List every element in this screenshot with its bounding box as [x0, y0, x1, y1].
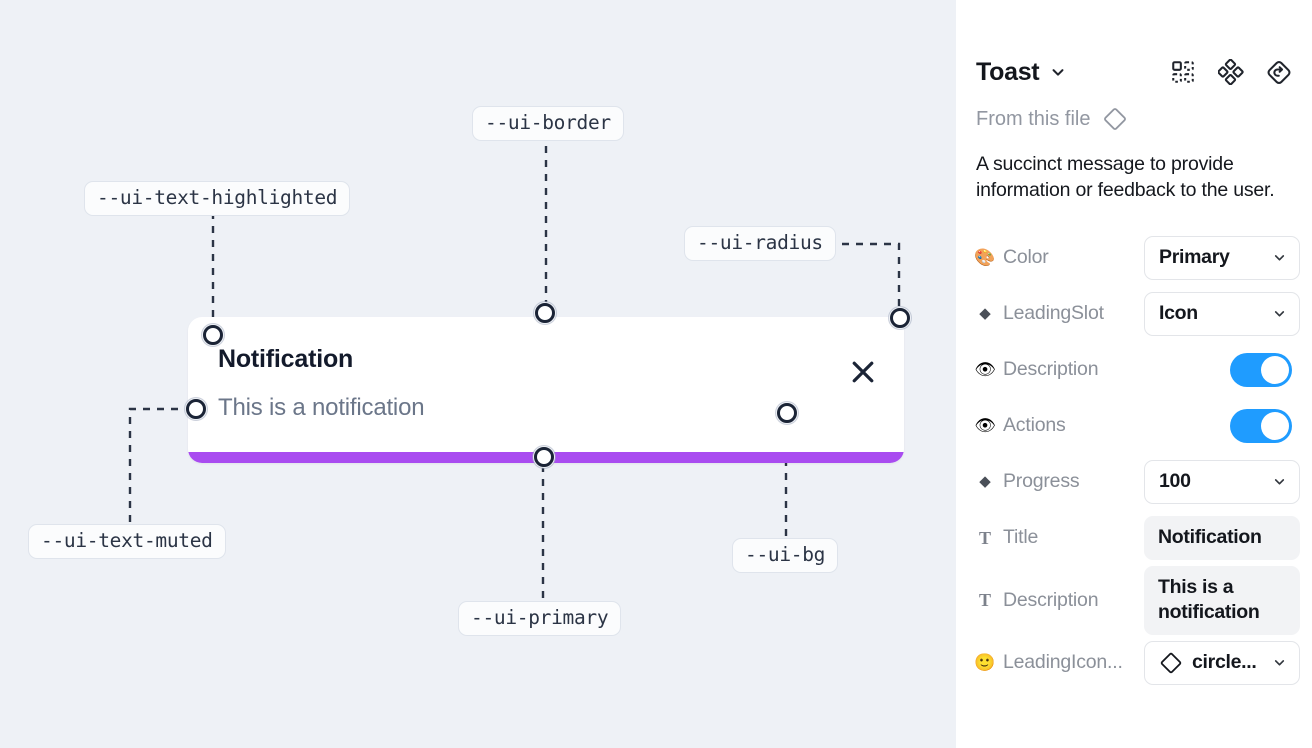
property-label-group: 👁 Description	[974, 358, 1144, 381]
property-control: circle...	[1144, 640, 1300, 685]
handle-radius[interactable]	[889, 307, 911, 329]
property-control: This is a notification	[1144, 565, 1300, 635]
panel-header: Toast	[976, 44, 1292, 100]
chevron-down-icon	[1266, 655, 1287, 670]
progress-select-value: 100	[1159, 470, 1191, 493]
property-label-group: T Title	[976, 526, 1144, 549]
from-this-file-label: From this file	[976, 107, 1091, 130]
color-select[interactable]: Primary	[1144, 235, 1300, 280]
property-label-group: 🎨 Color	[974, 246, 1144, 269]
property-row-leadingicon: 🙂 LeadingIcon... circle...	[974, 635, 1300, 691]
toast-component[interactable]: Notification This is a notification	[188, 317, 904, 463]
property-row-description-text: T Description This is a notification	[976, 565, 1300, 635]
diamond-icon[interactable]	[1102, 106, 1128, 132]
chevron-down-icon	[1266, 474, 1287, 489]
property-row-progress: ◆ Progress 100	[976, 454, 1300, 510]
text-glyph-icon: T	[978, 590, 991, 611]
property-label: Color	[1003, 246, 1049, 269]
actions-toggle[interactable]	[1230, 408, 1292, 443]
token-chip-ui-radius[interactable]: --ui-radius	[684, 226, 836, 262]
toast-title: Notification	[218, 345, 354, 373]
token-chip-ui-border[interactable]: --ui-border	[472, 106, 624, 142]
header-icon-group	[1170, 59, 1292, 85]
page-title: Toast	[976, 57, 1040, 86]
properties-panel: Toast	[956, 0, 1312, 748]
description-toggle[interactable]	[1230, 352, 1292, 387]
description-input[interactable]: This is a notification	[1144, 565, 1300, 635]
toggle-knob	[1261, 355, 1289, 384]
component-set-icon[interactable]	[1218, 59, 1244, 85]
property-control	[1230, 352, 1292, 387]
token-chip-ui-text-highlighted[interactable]: --ui-text-highlighted	[84, 181, 351, 217]
handle-text-muted[interactable]	[185, 398, 207, 420]
property-label-group: ◆ LeadingSlot	[976, 302, 1144, 325]
diamond-icon: ◆	[979, 473, 991, 491]
property-control: 100	[1144, 459, 1300, 504]
leadingicon-select-value: circle...	[1192, 651, 1257, 674]
property-label-group: 👁 Actions	[974, 414, 1144, 437]
property-row-actions-toggle: 👁 Actions	[974, 398, 1292, 454]
property-control	[1230, 408, 1292, 443]
property-label: Actions	[1003, 414, 1066, 437]
token-chip-ui-bg[interactable]: --ui-bg	[732, 538, 839, 574]
chevron-down-icon	[1266, 250, 1287, 265]
property-label-group: ◆ Progress	[976, 470, 1144, 493]
annotation-lines	[128, 146, 901, 598]
progress-select[interactable]: 100	[1144, 459, 1300, 504]
chevron-down-icon[interactable]	[1049, 63, 1067, 81]
diamond-icon	[1159, 651, 1183, 675]
palette-icon: 🎨	[974, 248, 996, 268]
component-grid-icon[interactable]	[1170, 59, 1196, 85]
property-row-description-toggle: 👁 Description	[974, 342, 1292, 398]
toggle-knob	[1261, 411, 1289, 440]
diamond-icon: ◆	[979, 305, 991, 323]
chevron-down-icon	[1266, 306, 1287, 321]
property-row-color: 🎨 Color Primary	[974, 230, 1300, 286]
property-label-group: 🙂 LeadingIcon...	[974, 651, 1144, 674]
property-row-leadingslot: ◆ LeadingSlot Icon	[976, 286, 1300, 342]
leadingslot-select-value: Icon	[1159, 302, 1198, 325]
from-this-file-row[interactable]: From this file	[976, 106, 1292, 132]
toast-description: This is a notification	[218, 394, 425, 421]
property-control: Primary	[1144, 235, 1300, 280]
property-label-group: T Description	[976, 589, 1144, 612]
component-description: A succinct message to provide informatio…	[976, 153, 1275, 201]
handle-bg[interactable]	[776, 402, 798, 424]
property-label: Description	[1003, 358, 1099, 381]
property-label: LeadingIcon...	[1003, 651, 1123, 674]
eye-icon: 👁	[974, 416, 996, 436]
eye-icon: 👁	[974, 360, 996, 380]
leadingicon-select[interactable]: circle...	[1144, 640, 1300, 685]
property-label: Title	[1003, 526, 1039, 549]
text-glyph-icon: T	[978, 527, 991, 548]
property-control: Icon	[1144, 291, 1300, 336]
property-row-title: T Title Notification	[976, 510, 1300, 566]
token-chip-ui-text-muted[interactable]: --ui-text-muted	[28, 524, 226, 560]
handle-text-highlighted[interactable]	[202, 324, 224, 346]
handle-border[interactable]	[534, 302, 556, 324]
title-input[interactable]: Notification	[1144, 515, 1300, 560]
handle-primary[interactable]	[533, 446, 555, 468]
property-list: 🎨 Color Primary	[974, 230, 1300, 691]
design-canvas[interactable]: --ui-text-highlighted --ui-border --ui-r…	[0, 0, 956, 748]
reset-instance-icon[interactable]	[1266, 59, 1292, 85]
close-icon[interactable]	[848, 357, 878, 387]
property-control: Notification	[1144, 515, 1300, 560]
token-chip-ui-primary[interactable]: --ui-primary	[458, 601, 622, 637]
leadingslot-select[interactable]: Icon	[1144, 291, 1300, 336]
property-label: Description	[1003, 588, 1099, 611]
property-label: LeadingSlot	[1003, 302, 1104, 325]
property-label: Progress	[1003, 470, 1080, 493]
color-select-value: Primary	[1159, 246, 1230, 269]
smiley-icon: 🙂	[974, 653, 996, 673]
